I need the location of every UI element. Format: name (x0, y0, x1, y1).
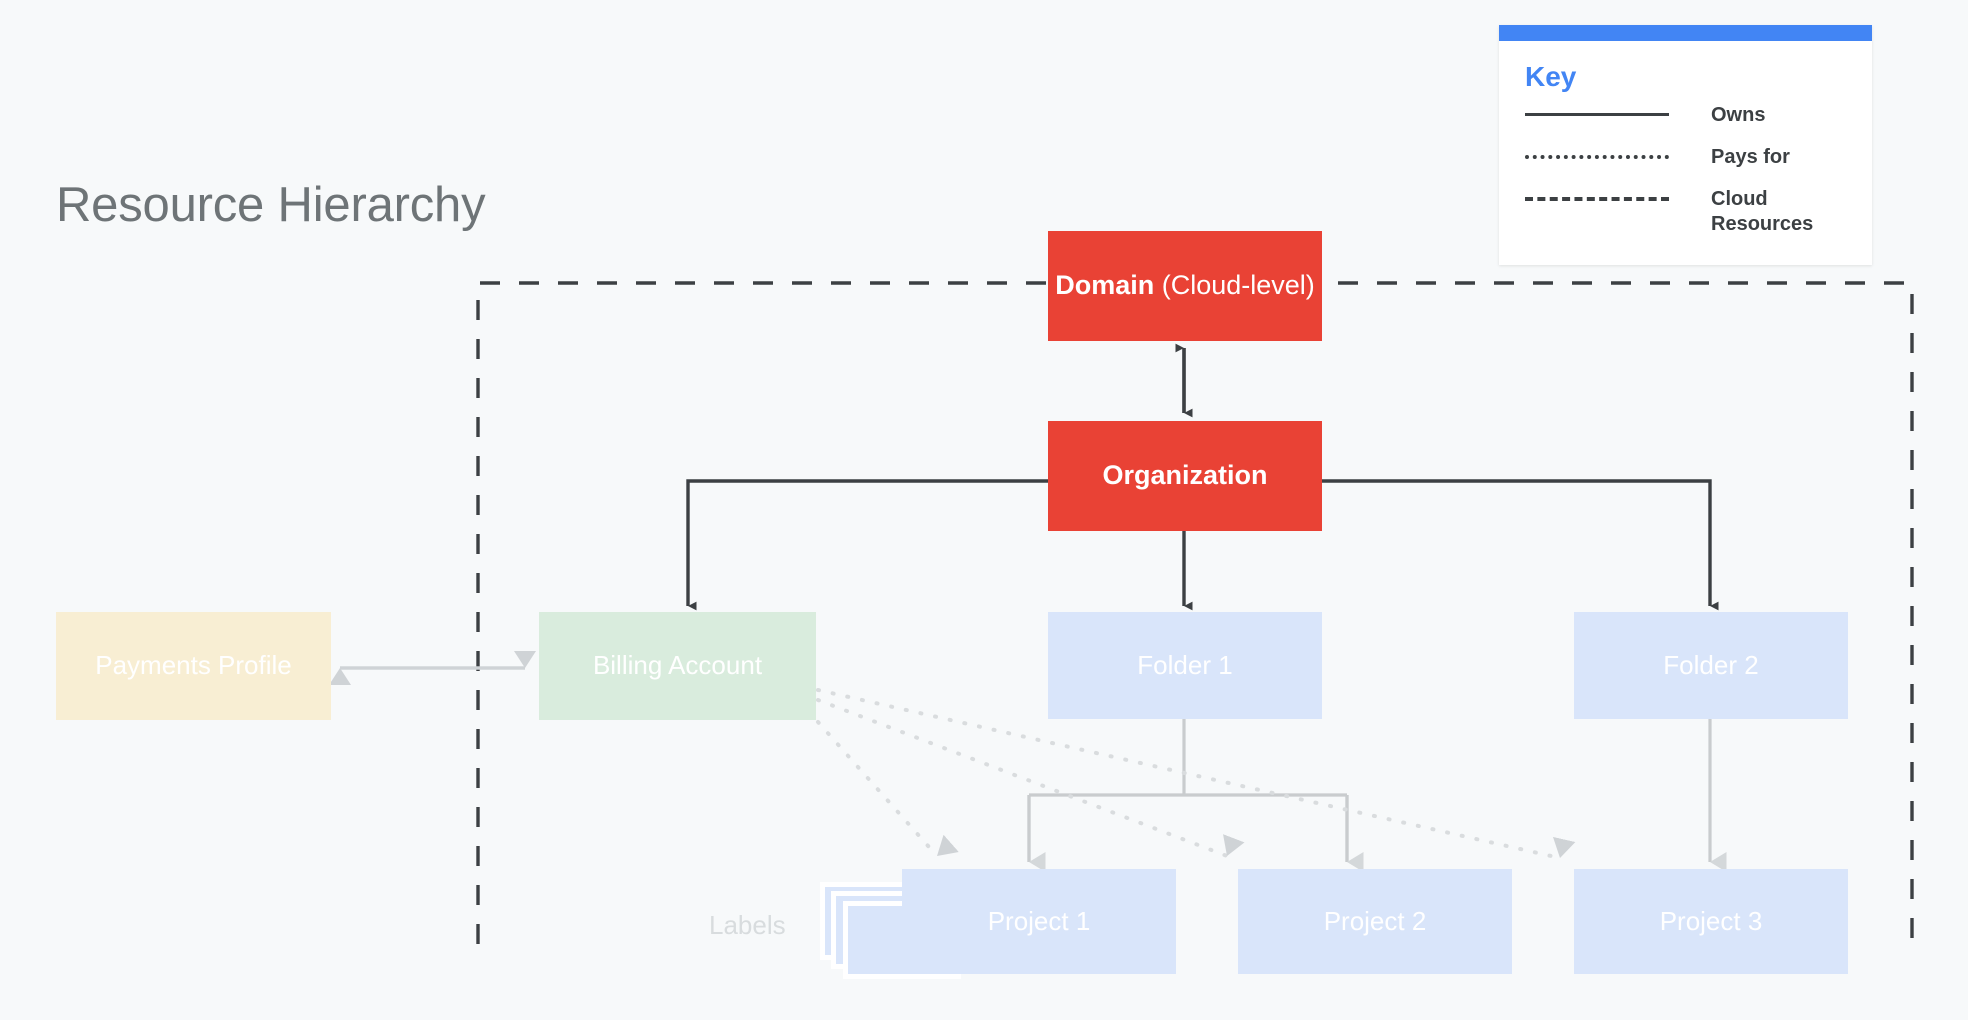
edge-organization-folder2 (1322, 479, 1719, 611)
page-title: Resource Hierarchy (56, 178, 486, 232)
key-label-owns: Owns (1711, 104, 1766, 126)
node-project-3[interactable]: Project 3 (1574, 869, 1848, 974)
node-billing-account-label: Billing Account (592, 650, 763, 681)
dotted-line-icon (1525, 145, 1669, 167)
key-row-cloud-resources: Cloud Resources (1525, 187, 1846, 237)
node-project-2-label: Project 2 (1323, 905, 1427, 936)
edge-billing-pays-project2 (816, 698, 1245, 858)
node-payments-profile-label: Payments Profile (95, 650, 292, 681)
node-domain[interactable]: Domain (Cloud-level) (1048, 231, 1322, 341)
key-row-owns: Owns (1525, 103, 1846, 133)
node-project-2[interactable]: Project 2 (1238, 869, 1512, 974)
key-label-pays-for: Pays for (1711, 146, 1790, 168)
key-row-pays-for: Pays for (1525, 145, 1846, 175)
node-folder-2-label: Folder 2 (1663, 649, 1759, 680)
node-payments-profile[interactable]: Payments Profile (56, 612, 331, 720)
node-folder-1[interactable]: Folder 1 (1048, 612, 1322, 719)
node-organization-label: Organization (1102, 460, 1268, 491)
node-folder-2[interactable]: Folder 2 (1574, 612, 1848, 719)
edge-billing-pays-project1 (816, 720, 959, 858)
key-panel-accent-bar (1499, 25, 1872, 41)
node-domain-label-bold: Domain (1055, 270, 1155, 301)
solid-line-icon (1525, 103, 1669, 125)
key-panel: Key Owns Pays for Cloud Resources (1499, 25, 1872, 265)
node-project-1[interactable]: Project 1 (902, 869, 1176, 974)
node-folder-1-label: Folder 1 (1137, 649, 1233, 680)
dashed-line-icon (1525, 187, 1669, 209)
node-domain-label: Domain (Cloud-level) (1055, 270, 1315, 301)
key-title: Key (1525, 61, 1577, 92)
key-panel-body: Key Owns Pays for Cloud Resources (1499, 41, 1872, 265)
node-domain-label-rest: (Cloud-level) (1154, 270, 1315, 301)
node-billing-account[interactable]: Billing Account (539, 612, 816, 720)
key-label-cloud-resources: Cloud Resources (1711, 188, 1814, 235)
edge-organization-billing-account (686, 479, 1048, 611)
labels-caption: Labels (709, 910, 786, 940)
node-project-1-label: Project 1 (987, 905, 1091, 936)
edge-folder1-projects (1027, 719, 1364, 872)
node-organization[interactable]: Organization (1048, 421, 1322, 531)
node-project-3-label: Project 3 (1659, 905, 1763, 936)
